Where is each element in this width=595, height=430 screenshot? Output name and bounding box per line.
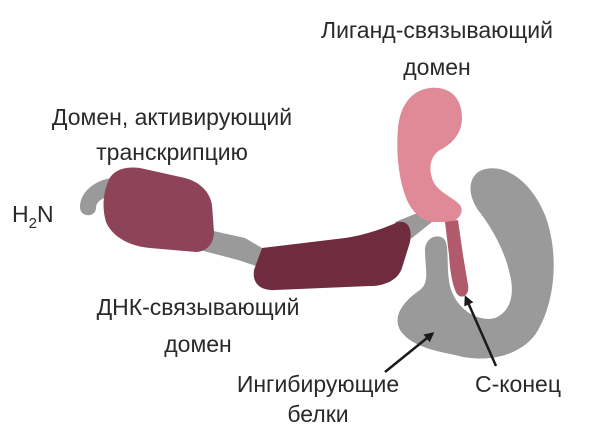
dna-binding-domain: [254, 222, 411, 290]
arrow-inhibitory-proteins: [385, 334, 432, 372]
ligand-domain-label-line2: домен: [403, 54, 471, 80]
activation-domain-label-line2: транскрипцию: [96, 139, 248, 165]
activation-domain: [104, 168, 214, 252]
n-terminus-h: H: [12, 201, 29, 227]
inhibitory-proteins-label-line1: Ингибирующие: [237, 371, 399, 397]
dna-domain-label-line2: домен: [164, 331, 232, 357]
dna-domain-label-line1: ДНК-связывающий: [97, 294, 300, 320]
n-terminus-subscript: 2: [29, 215, 37, 232]
activation-domain-label-line1: Домен, активирующий: [52, 104, 292, 130]
ligand-binding-domain: [397, 88, 462, 222]
n-terminus-n: N: [37, 201, 54, 227]
inhibitory-proteins-label-line2: белки: [287, 401, 348, 427]
c-terminus-label: C-конец: [475, 371, 561, 397]
ligand-domain-label-line1: Лиганд-связывающий: [321, 17, 553, 43]
n-terminus-label: H2N: [12, 201, 54, 232]
